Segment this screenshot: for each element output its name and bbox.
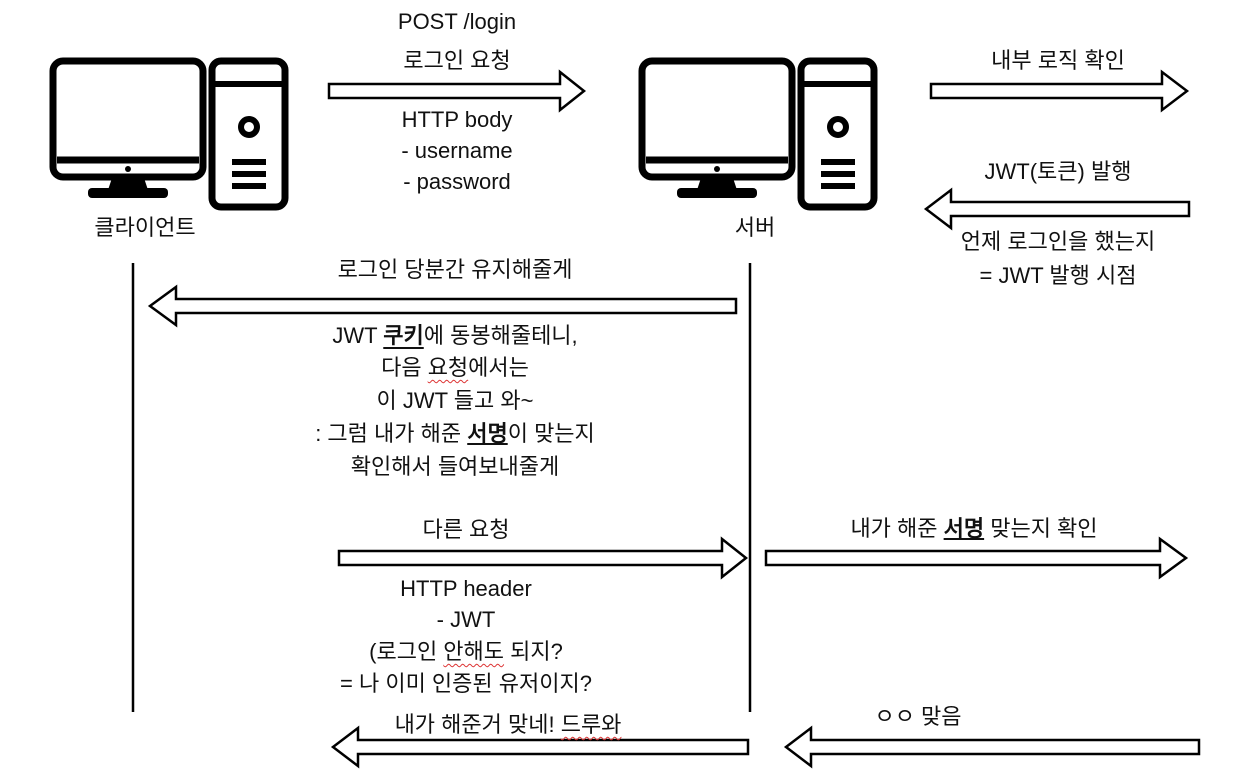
verify-signature-label: 내가 해준 서명 맞는지 확인 (850, 516, 1098, 541)
response-title: 로그인 당분간 유지해줄게 (337, 257, 573, 282)
verify-result-label: ㅇㅇ 맞음 (874, 704, 962, 729)
internal-check-label: 내부 로직 확인 (991, 48, 1125, 73)
next-request-header: HTTP header (400, 576, 532, 601)
final-response-label: 내가 해준거 맞네! 드루와 (394, 712, 622, 737)
verify-result-arrow (783, 725, 1201, 769)
client-computer-icon (49, 57, 289, 211)
client-label: 클라이언트 (94, 215, 196, 240)
next-request-q2: = 나 이미 인증된 유저이지? (340, 671, 592, 696)
next-request-q1: (로그인 안해도 되지? (369, 639, 563, 664)
login-method: POST /login (397, 9, 517, 34)
verify-signature-arrow (764, 536, 1189, 580)
login-body-username: - username (401, 138, 513, 163)
response-line-2: 다음 요청에서는 (381, 355, 529, 380)
login-body-title: HTTP body (401, 107, 513, 132)
jwt-issue-arrow (923, 187, 1191, 231)
jwt-issue-label: JWT(토큰) 발행 (984, 159, 1132, 184)
server-label: 서버 (734, 215, 776, 240)
login-response-arrow (147, 284, 738, 328)
final-response-arrow (330, 725, 750, 769)
login-desc: 로그인 요청 (403, 48, 511, 73)
next-request-arrow (337, 536, 749, 580)
login-body-password: - password (403, 169, 511, 194)
login-request-arrow (327, 69, 587, 113)
next-request-title: 다른 요청 (422, 517, 510, 542)
response-line-4: : 그럼 내가 해준 서명이 맞는지 (315, 421, 595, 446)
internal-check-arrow (929, 69, 1190, 113)
issue-note-line2: = JWT 발행 시점 (979, 263, 1137, 288)
response-line-5: 확인해서 들여보내줄게 (350, 454, 560, 479)
response-line-1: JWT 쿠키에 동봉해줄테니, (332, 323, 578, 348)
issue-note-line1: 언제 로그인을 했는지 (960, 229, 1156, 254)
server-computer-icon (638, 57, 878, 211)
response-line-3: 이 JWT 들고 와~ (376, 388, 534, 413)
next-request-jwt: - JWT (436, 607, 496, 632)
